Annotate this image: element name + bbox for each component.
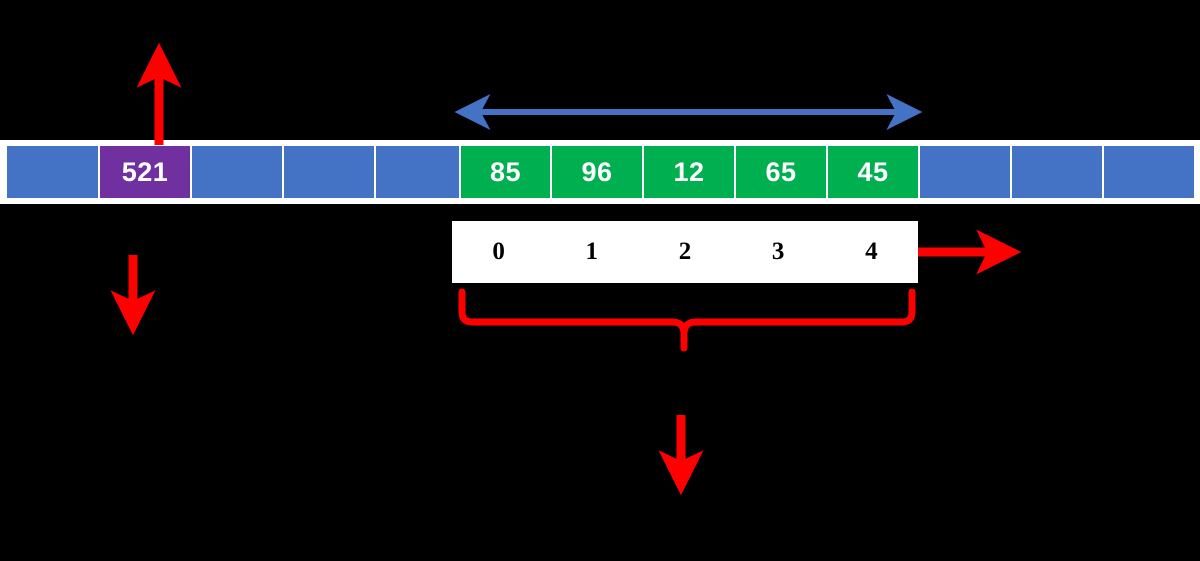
- array-cell: 521: [99, 145, 191, 199]
- index-label: 4: [865, 238, 878, 265]
- array-cell: 45: [827, 145, 919, 199]
- index-label: 0: [492, 238, 505, 265]
- array-cell: [1011, 145, 1103, 199]
- index-cells-container: 0 1 2 3 4: [452, 221, 918, 283]
- array-cell: [1103, 145, 1195, 199]
- array-cell: 12: [643, 145, 735, 199]
- array-cell: 96: [551, 145, 643, 199]
- array-cell: [283, 145, 375, 199]
- index-strip: 0 1 2 3 4: [452, 221, 918, 283]
- index-label: 1: [585, 238, 599, 265]
- array-cell: 85: [460, 145, 551, 199]
- index-label: 2: [678, 238, 692, 265]
- array-cell: [6, 145, 99, 199]
- array-cell: [375, 145, 460, 199]
- index-label: 3: [771, 238, 785, 265]
- array-cell: [919, 145, 1011, 199]
- array-cell: [191, 145, 283, 199]
- slice-group-brace: [458, 288, 916, 352]
- array-cell: 65: [735, 145, 827, 199]
